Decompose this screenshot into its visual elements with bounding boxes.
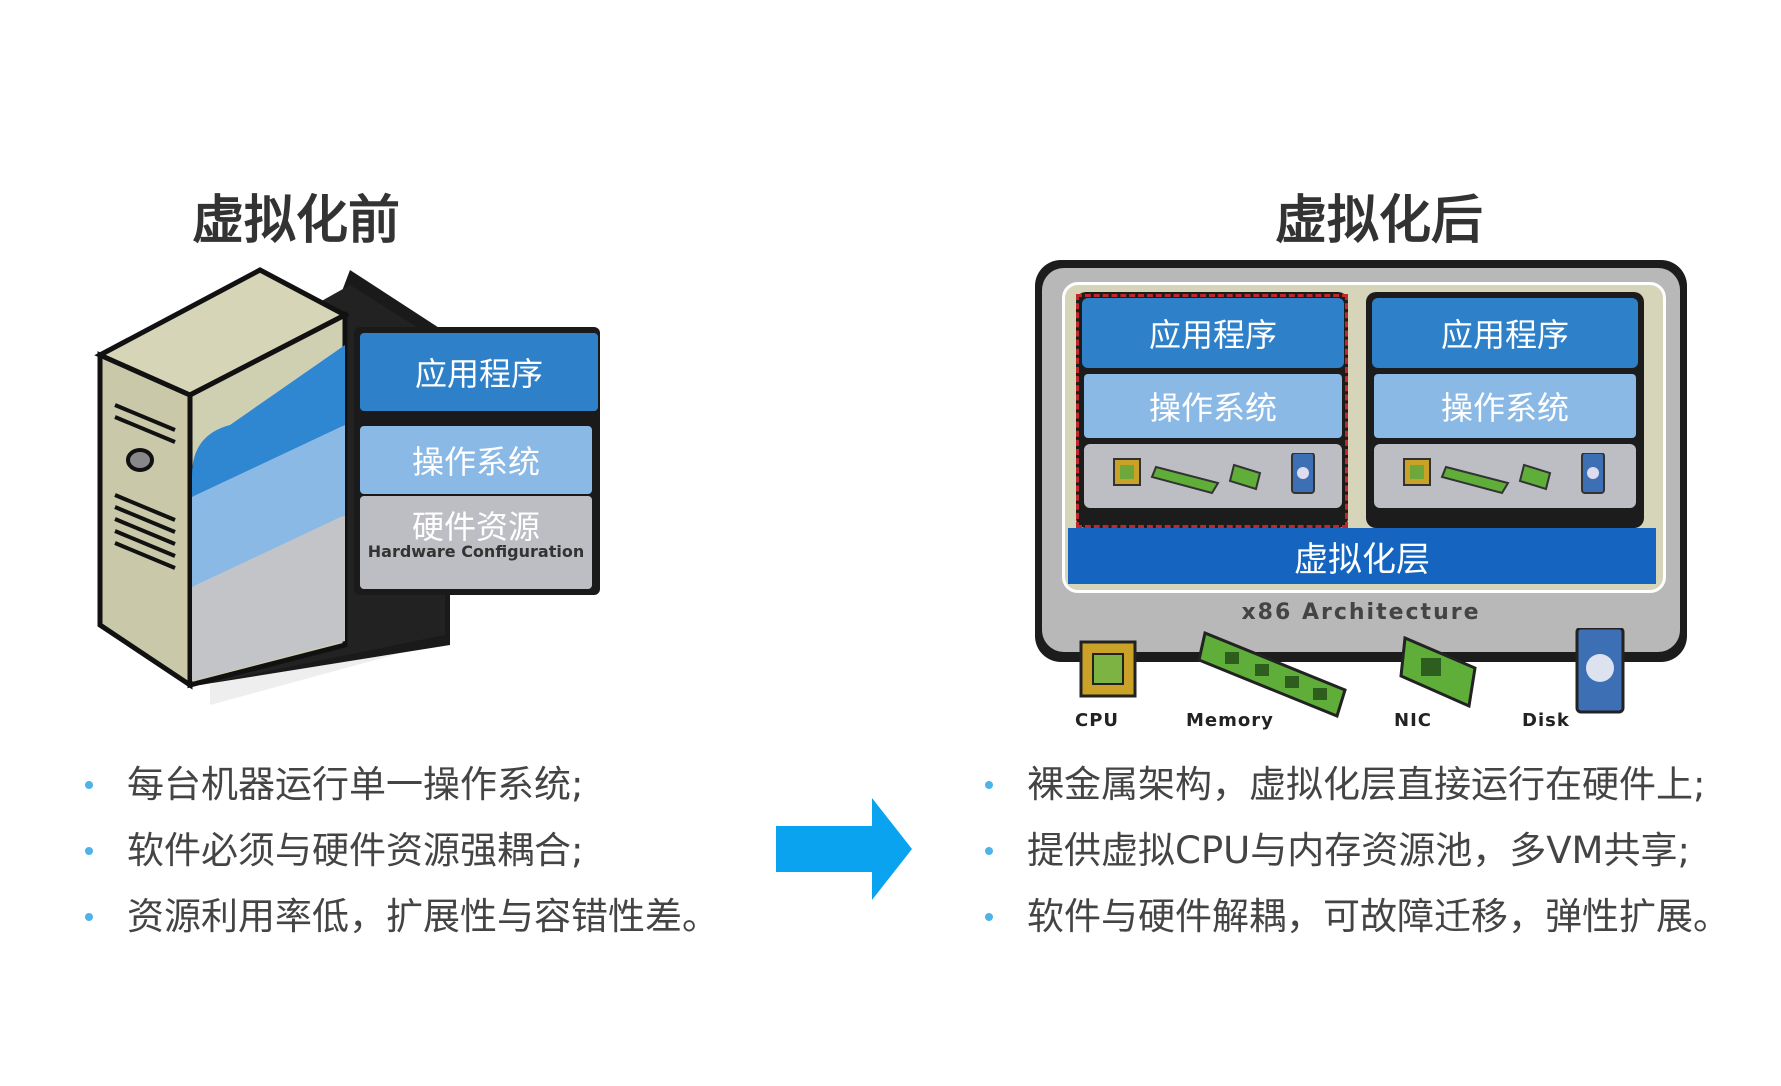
after-title: 虚拟化后: [1275, 191, 1484, 251]
after-bullet-1: 裸金属架构，虚拟化层直接运行在硬件上;: [985, 752, 1730, 818]
vm1-virtual-hardware-icons: [1113, 453, 1315, 495]
architecture-label: x86 Architecture: [1241, 600, 1481, 625]
hw-label-nic: NIC: [1394, 710, 1432, 731]
vm1-app-layer: 应用程序: [1082, 298, 1344, 368]
hw-label-memory: Memory: [1186, 710, 1274, 731]
bullet-dot: [985, 847, 993, 855]
bullet-dot: [85, 913, 93, 921]
arrow-right-icon: [776, 798, 912, 900]
after-bullet-list: 裸金属架构，虚拟化层直接运行在硬件上; 提供虚拟CPU与内存资源池，多VM共享;…: [985, 752, 1730, 950]
before-bullet-2: 软件必须与硬件资源强耦合;: [85, 818, 719, 884]
bullet-dot: [985, 781, 993, 789]
before-hardware-layer: [360, 496, 592, 589]
hw-label-disk: Disk: [1522, 710, 1570, 731]
virtualization-layer: 虚拟化层: [1068, 528, 1656, 584]
after-bullet-2: 提供虚拟CPU与内存资源池，多VM共享;: [985, 818, 1730, 884]
before-bullet-3: 资源利用率低，扩展性与容错性差。: [85, 884, 719, 950]
bullet-dot: [85, 847, 93, 855]
bullet-dot: [985, 913, 993, 921]
vm1-os-layer: 操作系统: [1084, 374, 1342, 438]
bullet-dot: [85, 781, 93, 789]
before-hardware-label: 硬件资源: [411, 508, 540, 546]
before-bullet-list: 每台机器运行单一操作系统; 软件必须与硬件资源强耦合; 资源利用率低，扩展性与容…: [85, 752, 719, 950]
before-os-layer: 操作系统: [360, 426, 592, 494]
before-title: 虚拟化前: [192, 191, 401, 251]
before-bullet-1: 每台机器运行单一操作系统;: [85, 752, 719, 818]
vm2-os-layer: 操作系统: [1374, 374, 1636, 438]
after-bullet-3: 软件与硬件解耦，可故障迁移，弹性扩展。: [985, 884, 1730, 950]
before-hardware-subtext: Hardware Configuration: [367, 542, 585, 561]
hw-label-cpu: CPU: [1075, 710, 1120, 731]
before-app-layer: 应用程序: [360, 333, 598, 411]
vm2-virtual-hardware-icons: [1403, 453, 1605, 495]
vm2-app-layer: 应用程序: [1372, 298, 1638, 368]
vm1-highlight-box: [1076, 294, 1348, 528]
physical-hardware-icons: [1079, 628, 1625, 719]
